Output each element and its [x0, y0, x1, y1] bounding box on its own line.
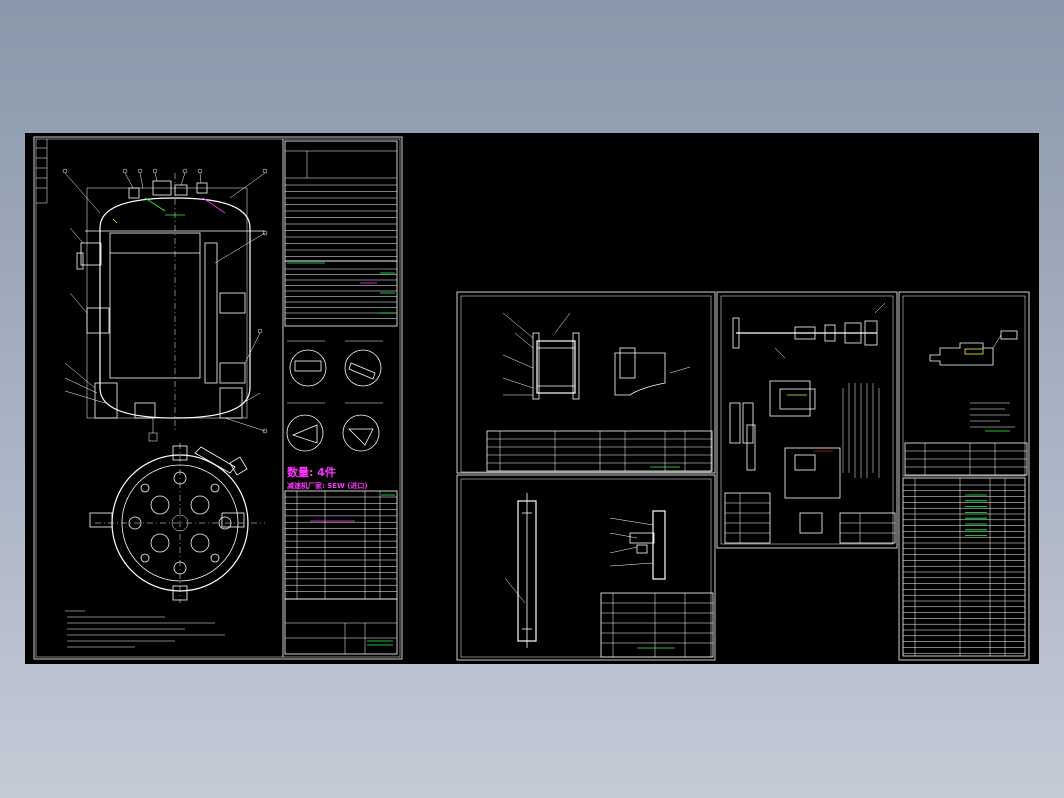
cad-viewport[interactable]: 数量: 4件 减速机厂家: SEW (进口): [25, 133, 1039, 664]
sheet-5[interactable]: [898, 291, 1030, 661]
material-note: 减速机厂家: SEW (进口): [287, 481, 368, 490]
weld-details: [286, 340, 383, 452]
vessel-plan-view: [89, 443, 265, 603]
parts-list-table: [284, 490, 398, 600]
quantity-note: 数量: 4件: [287, 465, 336, 479]
vessel-elevation: [62, 168, 268, 442]
sheet-3[interactable]: [456, 474, 716, 661]
sheet-2[interactable]: [456, 291, 716, 474]
cad-drawing-canvas: 数量: 4件 减速机厂家: SEW (进口): [33, 136, 1030, 661]
sheet-4[interactable]: [716, 291, 898, 549]
title-block: [284, 598, 398, 655]
sheet-1[interactable]: 数量: 4件 减速机厂家: SEW (进口): [33, 136, 403, 660]
design-data-table: [284, 140, 398, 327]
technical-notes: [65, 610, 225, 648]
